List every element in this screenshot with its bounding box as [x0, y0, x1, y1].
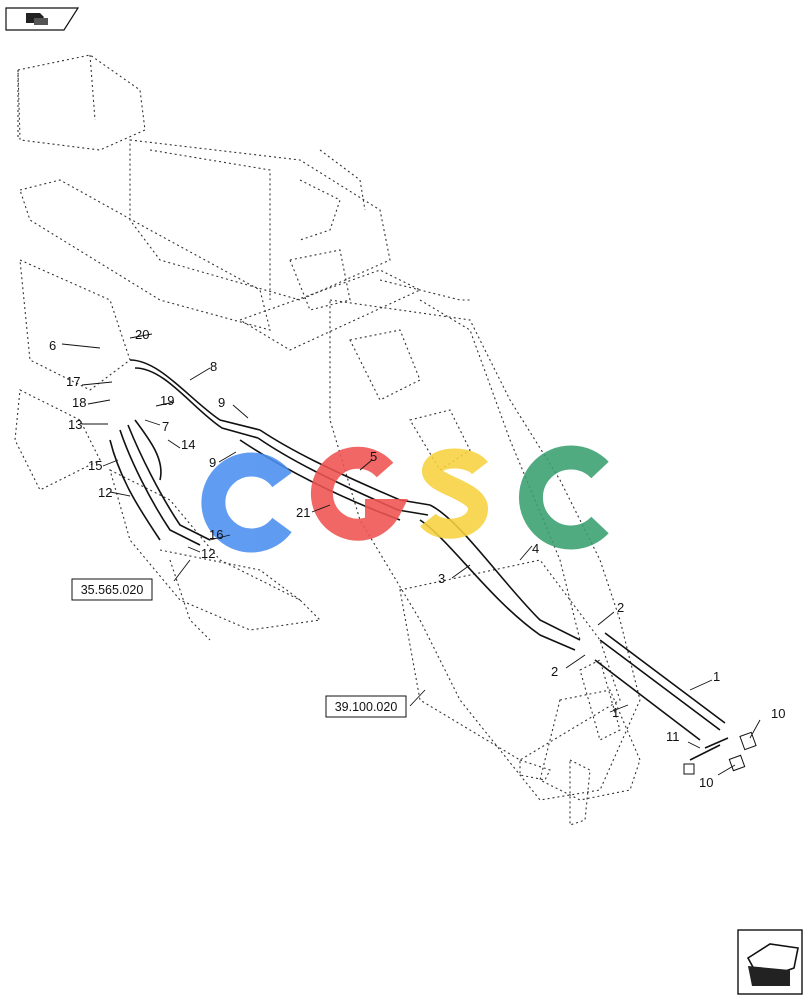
- callout-2b: 2: [551, 664, 558, 679]
- callout-21: 21: [296, 505, 310, 520]
- callout-12b: 12: [201, 546, 215, 561]
- callout-3: 3: [438, 571, 445, 586]
- callout-12a: 12: [98, 485, 112, 500]
- hydraulic-hoses: [109, 359, 726, 741]
- callout-5: 5: [370, 449, 377, 464]
- callout-1b: 1: [612, 705, 619, 720]
- reference-label: 35.565.020: [81, 583, 144, 597]
- callout-13: 13: [68, 417, 82, 432]
- watermark-letter-2: [310, 446, 408, 541]
- callout-11: 11: [666, 729, 680, 744]
- nav-badge-top[interactable]: [5, 7, 80, 31]
- callout-19: 19: [160, 393, 174, 408]
- callout-14: 14: [181, 437, 195, 452]
- callout-20: 20: [135, 327, 149, 342]
- callout-15: 15: [88, 458, 102, 473]
- callout-2a: 2: [617, 600, 624, 615]
- watermark-letter-3: [420, 448, 488, 539]
- watermark-logo: [201, 445, 609, 553]
- watermark-letter-1: [201, 452, 292, 553]
- callout-labels: 1 1 2 2 3 4 5 6 7 8 9 9 10 10 11 12 12 1…: [49, 327, 785, 790]
- book-icon: [26, 13, 48, 25]
- callout-4: 4: [532, 541, 539, 556]
- callout-9a: 9: [218, 395, 225, 410]
- callout-10a: 10: [771, 706, 785, 721]
- callout-1a: 1: [713, 669, 720, 684]
- reference-box-39100020[interactable]: 39.100.020: [325, 695, 407, 718]
- leader-lines: [61, 333, 761, 776]
- callout-7: 7: [162, 419, 169, 434]
- callout-10b: 10: [699, 775, 713, 790]
- reference-box-35565020[interactable]: 35.565.020: [71, 578, 153, 601]
- callout-18: 18: [72, 395, 86, 410]
- callout-8: 8: [210, 359, 217, 374]
- nav-badge-bottom[interactable]: [737, 929, 803, 995]
- reference-label: 39.100.020: [335, 700, 398, 714]
- callout-9b: 9: [209, 455, 216, 470]
- watermark-letter-4: [519, 445, 609, 550]
- callout-17: 17: [66, 374, 80, 389]
- back-arrow-icon: [746, 943, 799, 986]
- machine-frame: [14, 54, 641, 826]
- callout-6: 6: [49, 338, 56, 353]
- hose-end-fittings: [683, 731, 757, 775]
- callout-16: 16: [209, 527, 223, 542]
